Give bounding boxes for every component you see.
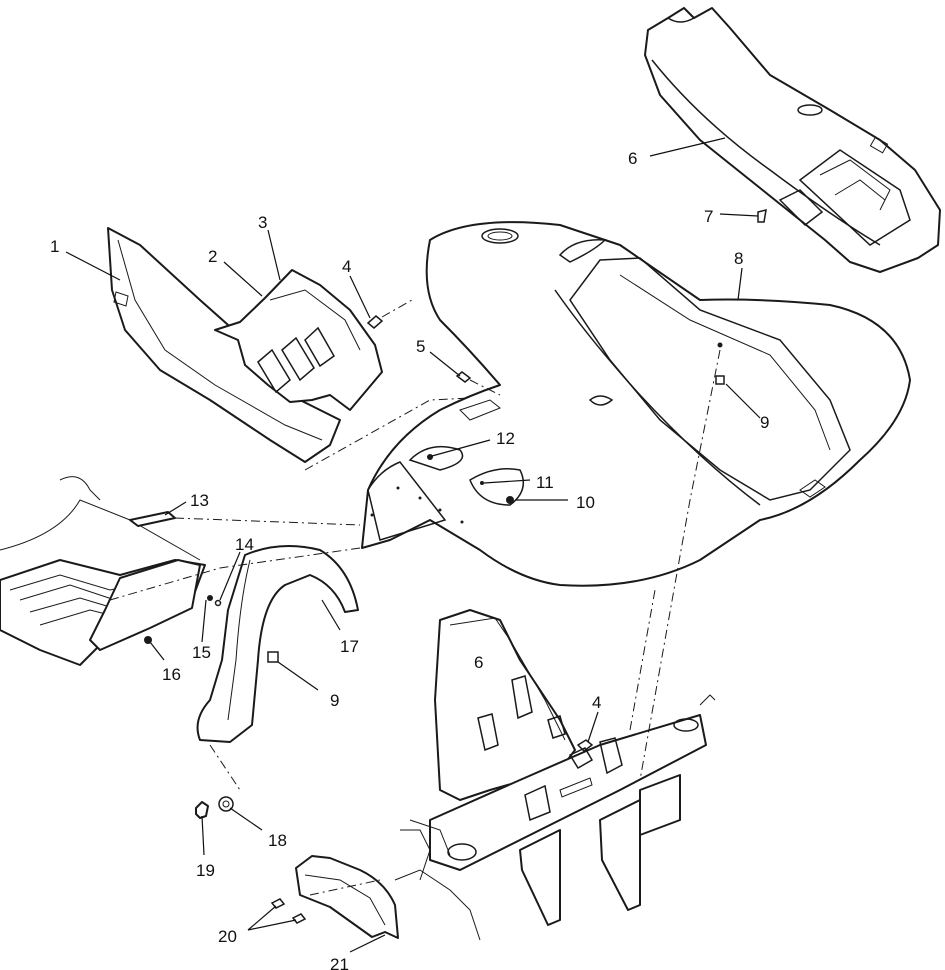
leader-lines — [65, 137, 761, 953]
callout-labels: 1 2 3 4 4 5 6 7 8 9 9 10 11 12 13 14 15 … — [50, 149, 769, 970]
part-6-rear-cover — [644, 7, 941, 273]
part-21-shield-plate — [295, 855, 399, 939]
callout-9-cab: 9 — [760, 413, 769, 432]
callout-5: 5 — [416, 337, 425, 356]
callout-9-flare: 9 — [330, 691, 339, 710]
assembly-lines — [109, 299, 721, 896]
callout-20: 20 — [218, 927, 237, 946]
callout-21: 21 — [330, 955, 349, 970]
callout-3: 3 — [258, 213, 267, 232]
callout-4-frame: 4 — [592, 693, 601, 712]
part-8-front-cab — [361, 221, 911, 587]
callout-10: 10 — [576, 493, 595, 512]
callout-15: 15 — [192, 643, 211, 662]
callout-11: 11 — [536, 473, 554, 492]
callout-13: 13 — [190, 491, 209, 510]
frame-stamp: 6 — [474, 653, 483, 672]
callout-4-upper: 4 — [342, 257, 351, 276]
callout-7: 7 — [704, 207, 713, 226]
frame-assembly: 6 — [394, 609, 716, 941]
callout-12: 12 — [496, 429, 515, 448]
callout-17: 17 — [340, 637, 359, 656]
callout-14: 14 — [235, 535, 254, 554]
callout-6: 6 — [628, 149, 637, 168]
callout-8: 8 — [734, 249, 743, 268]
callout-2: 2 — [208, 247, 217, 266]
callout-1: 1 — [50, 237, 59, 256]
part-17-fender-flare — [196, 545, 359, 743]
part-2-3-panel-insert — [214, 269, 383, 411]
hardware — [195, 208, 767, 924]
callout-16: 16 — [162, 665, 181, 684]
part-1-footwell-panel — [107, 227, 341, 463]
footrest-area — [0, 476, 222, 666]
callout-18: 18 — [268, 831, 287, 850]
callout-19: 19 — [196, 861, 215, 880]
